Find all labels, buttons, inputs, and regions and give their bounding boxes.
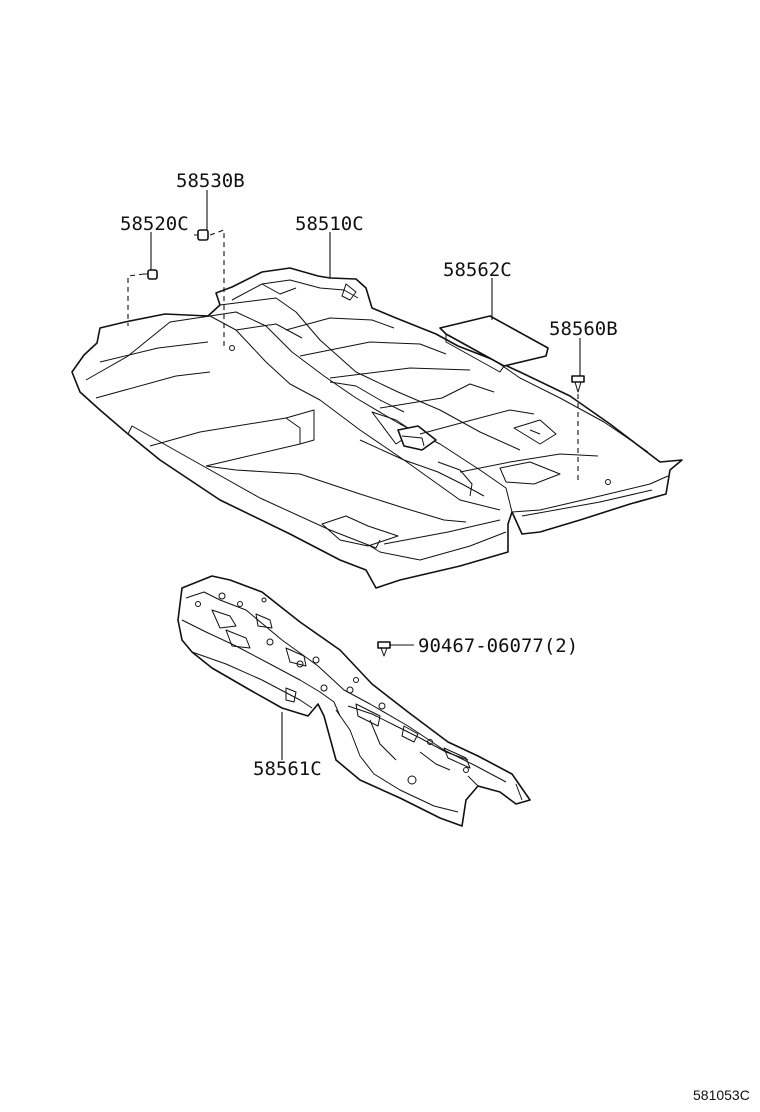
- part-label-58520c: 58520C: [120, 213, 189, 235]
- rear-floor-pad-drawing: [439, 315, 549, 373]
- clip-58530b-install-line: [209, 229, 225, 346]
- part-label-58530b: 58530B: [176, 170, 245, 192]
- floor-carpet-drawing: [71, 267, 683, 589]
- part-label-58561c: 58561C: [253, 758, 322, 780]
- clip-58520c-install-line: [127, 273, 145, 326]
- clip-58560b-icon: [571, 375, 585, 393]
- part-label-58510c: 58510C: [295, 213, 364, 235]
- part-label-58560b: 58560B: [549, 318, 618, 340]
- clip-58520c-icon: [144, 269, 158, 280]
- part-label-58562c: 58562C: [443, 259, 512, 281]
- tunnel-insulator-drawing: [177, 575, 531, 827]
- part-label-90467: 90467-06077(2): [418, 635, 578, 657]
- bolt-icon: [377, 641, 391, 657]
- clip-58530b-icon: [194, 229, 209, 241]
- figure-code: 581053C: [693, 1087, 750, 1103]
